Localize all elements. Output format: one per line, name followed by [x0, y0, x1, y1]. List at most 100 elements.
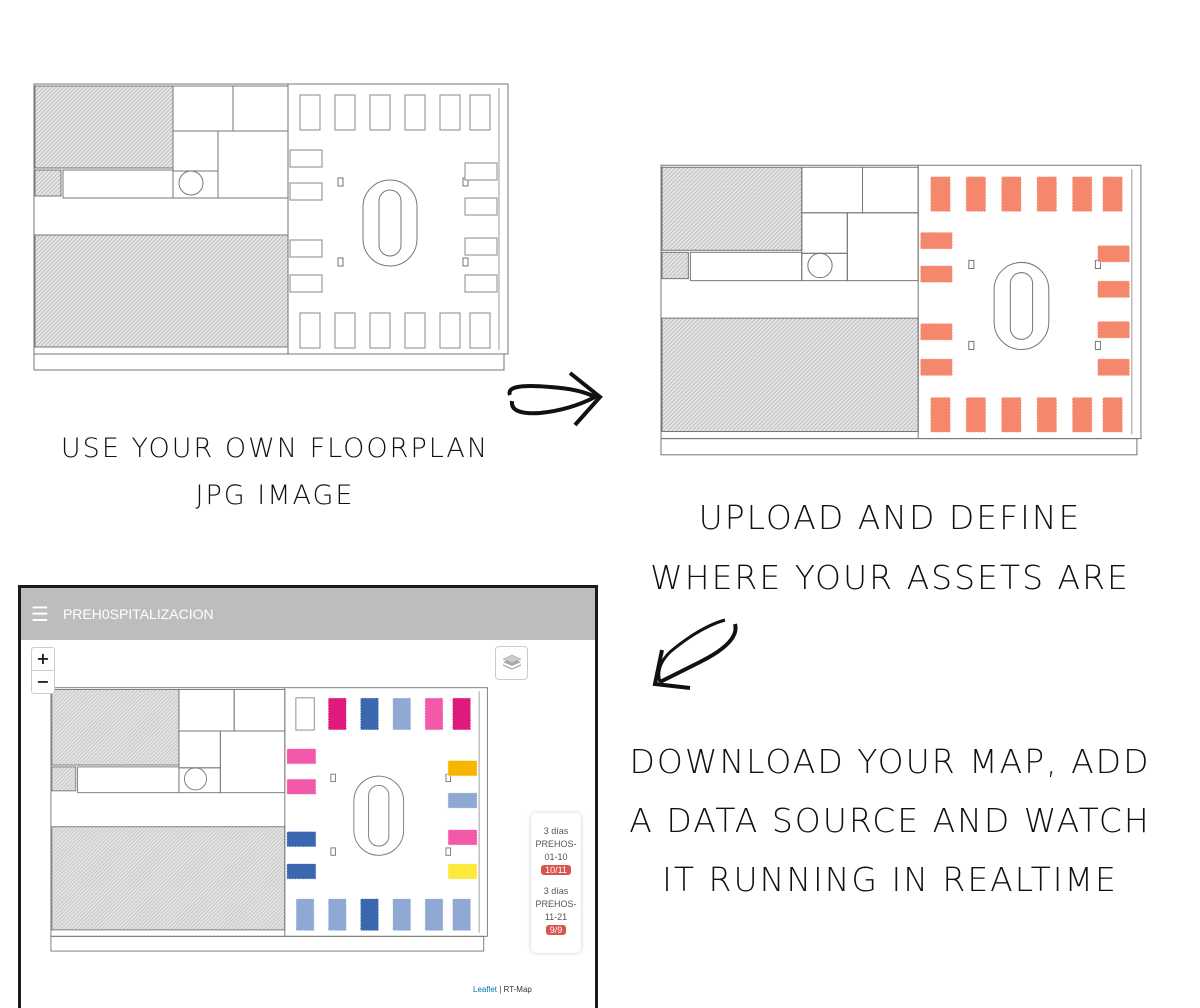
layers-button[interactable]: [495, 646, 528, 680]
asset-bed: [334, 312, 356, 349]
zoom-in-button[interactable]: +: [32, 648, 54, 671]
asset-bed: [286, 748, 317, 765]
asset-bed: [919, 264, 954, 284]
hatched-area: [661, 317, 919, 433]
control-desk: [362, 179, 418, 267]
room: [233, 689, 286, 732]
asset-bed: [359, 898, 380, 932]
asset-bed: [424, 898, 444, 932]
duration: 3 días: [543, 826, 569, 836]
bottom-strip: [33, 353, 505, 371]
room: [172, 85, 234, 132]
control-desk-inner: [378, 189, 402, 257]
column: [462, 257, 469, 267]
asset-bed: [929, 175, 952, 213]
asset-bed: [439, 94, 461, 131]
asset-bed: [439, 312, 461, 349]
hamburger-icon[interactable]: ☰: [31, 602, 49, 626]
caption-line: A DATA SOURCE AND WATCH: [629, 801, 1151, 840]
bottom-strip: [660, 438, 1138, 456]
bottom-strip: [50, 935, 485, 952]
asset-bed: [286, 778, 317, 795]
asset-bed: [965, 175, 987, 213]
asset-bed: [447, 829, 478, 846]
room: [801, 166, 864, 214]
asset-bed: [289, 149, 323, 168]
column: [337, 177, 344, 187]
asset-bed: [447, 759, 478, 777]
room: [801, 212, 848, 254]
asset-bed: [464, 162, 498, 181]
asset-bed: [929, 396, 952, 434]
asset-bed: [469, 312, 491, 349]
asset-bed: [1096, 358, 1131, 377]
asset-legend: 3 días PREHOS- 01-10 10/11 3 días PREHOS…: [531, 813, 581, 953]
fixture: [807, 252, 833, 279]
room: [846, 212, 919, 282]
control-desk-inner: [368, 784, 390, 847]
control-desk-inner: [1009, 272, 1034, 340]
asset-bed: [451, 898, 472, 932]
asset-bed: [1071, 396, 1093, 434]
asset-bed: [447, 792, 478, 809]
asset-bed: [1000, 396, 1022, 434]
asset-bed: [369, 94, 391, 131]
asset-bed: [359, 697, 380, 731]
asset-bed: [464, 237, 498, 256]
leaflet-link[interactable]: Leaflet: [473, 985, 498, 994]
asset-bed: [1036, 396, 1058, 434]
asset-bed: [404, 312, 426, 349]
hatched-area: [661, 251, 689, 280]
asset-bed: [1096, 244, 1131, 263]
asset-name: 11-21: [544, 912, 568, 922]
fixture: [183, 767, 208, 791]
room: [172, 130, 219, 172]
status-badge: 9/9: [545, 925, 567, 935]
floorplan-with-assets: [660, 164, 1142, 456]
asset-name: 01-10: [544, 852, 568, 862]
step2-caption: UPLOAD AND DEFINE WHERE YOUR ASSETS ARE: [620, 488, 1160, 608]
room: [861, 166, 919, 214]
legend-entry[interactable]: 3 días PREHOS- 01-10 10/11: [531, 825, 581, 885]
asset-bed: [919, 358, 954, 377]
hatched-area: [51, 766, 77, 792]
column: [337, 257, 344, 267]
attribution-text: | RT-Map: [497, 985, 532, 994]
app-window: ☰ PREH0SPITALIZACION + − 3 días PREHOS- …: [18, 585, 598, 1008]
room: [178, 689, 235, 732]
asset-bed: [464, 274, 498, 293]
asset-bed: [295, 697, 315, 731]
hatched-area: [34, 169, 62, 197]
zoom-out-button[interactable]: −: [36, 672, 50, 691]
column: [445, 847, 452, 856]
asset-bed: [299, 312, 321, 349]
room: [178, 767, 221, 794]
hatched-area: [34, 85, 174, 169]
asset-bed: [327, 898, 347, 932]
room: [801, 252, 848, 282]
asset-bed: [965, 396, 987, 434]
control-desk: [353, 775, 405, 856]
step3-caption: DOWNLOAD YOUR MAP, ADD A DATA SOURCE AND…: [605, 732, 1175, 909]
realtime-floorplan-map[interactable]: [50, 682, 492, 954]
room: [219, 730, 286, 794]
column: [968, 340, 975, 351]
legend-entry[interactable]: 3 días PREHOS- 11-21 9/9: [531, 885, 581, 945]
caption-line: DOWNLOAD YOUR MAP, ADD: [629, 742, 1151, 781]
asset-bed: [1101, 175, 1124, 213]
caption-line: UPLOAD AND DEFINE: [698, 498, 1082, 537]
hatched-area: [661, 166, 803, 251]
room: [232, 85, 289, 132]
asset-bed: [327, 697, 347, 731]
app-title: PREH0SPITALIZACION: [62, 606, 214, 622]
asset-bed: [289, 274, 323, 293]
asset-bed: [369, 312, 391, 349]
asset-bed: [424, 697, 444, 731]
asset-bed: [1096, 320, 1131, 339]
arrow-down-left-icon: [652, 618, 738, 690]
asset-bed: [447, 863, 478, 880]
room: [178, 730, 221, 769]
room: [77, 766, 180, 794]
room: [689, 251, 803, 282]
hatched-area: [51, 826, 286, 931]
